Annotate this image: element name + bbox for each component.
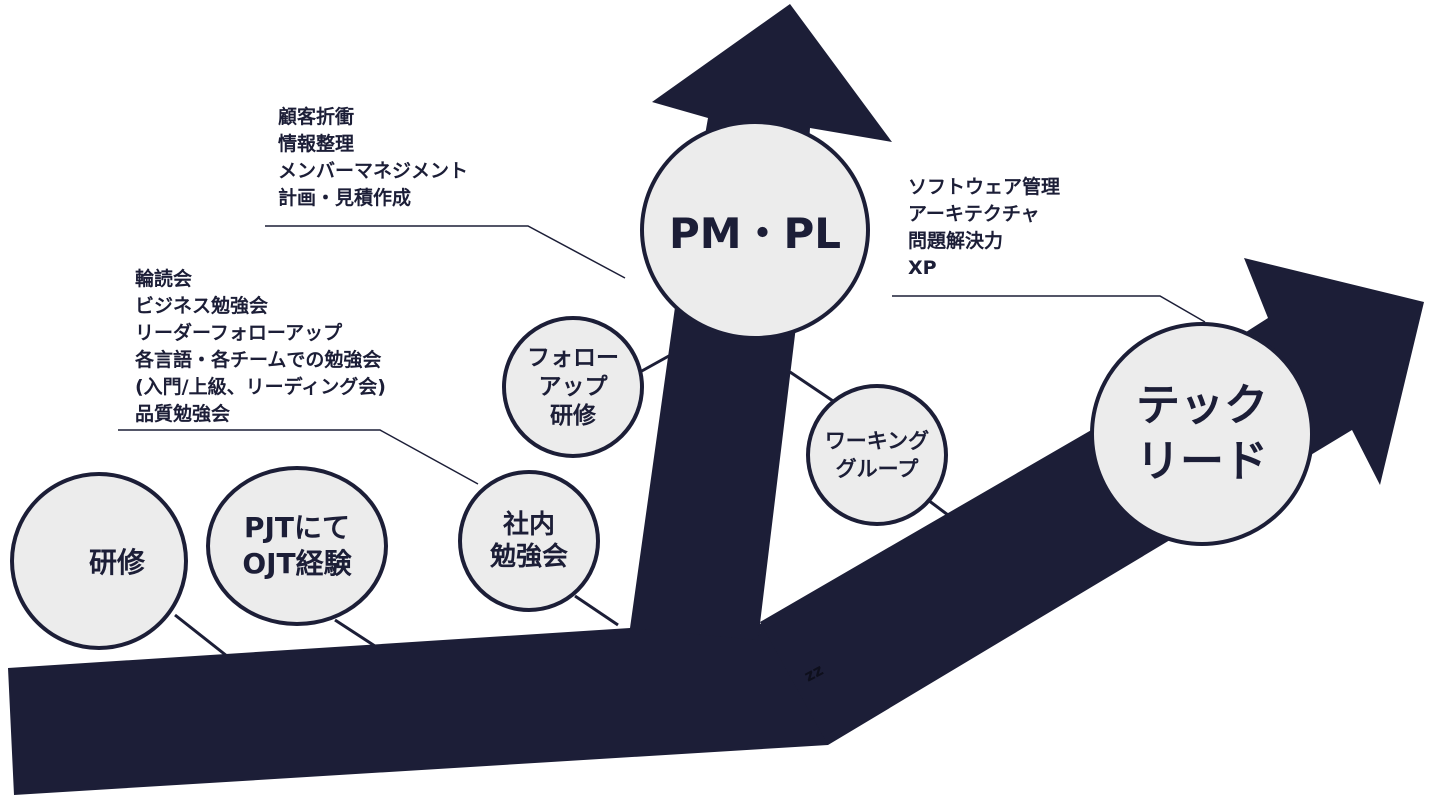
callout-study-list: [118, 429, 479, 485]
node-internal-study: 社内 勉強会: [458, 470, 600, 612]
base-arrow: [8, 620, 828, 795]
connector-pjt: [334, 618, 379, 650]
node-training: 研修: [10, 472, 188, 650]
node-followup: フォロー アップ 研修: [502, 316, 644, 458]
connector-training: [174, 613, 233, 662]
node-followup-label: フォロー アップ 研修: [527, 344, 619, 429]
connector-study: [574, 594, 619, 627]
node-pjt-ojt: PJTにて OJT経験: [206, 466, 388, 626]
pm-skills-note: 顧客折衝 情報整理 メンバーマネジメント 計画・見積作成: [278, 106, 469, 209]
node-tech-lead-label: テック リード: [1136, 380, 1268, 487]
node-working-group-label: ワーキング グループ: [824, 429, 930, 481]
node-working-group: ワーキング グループ: [806, 384, 948, 526]
node-tech-lead: テック リード: [1090, 322, 1314, 546]
connector-wg-lower: [927, 498, 949, 517]
callout-tech-skills: [892, 295, 1206, 323]
node-pm-pl: PM・PL: [640, 120, 870, 340]
connector-wg: [789, 370, 837, 405]
node-internal-study-label: 社内 勉強会: [489, 510, 568, 572]
tech-skills-note: ソフトウェア管理 アーキテクチャ 問題解決力 XP: [908, 176, 1061, 279]
node-pjt-ojt-label: PJTにて OJT経験: [242, 511, 352, 580]
study-list-note: 輪読会 ビジネス勉強会 リーダーフォローアップ 各言語・各チームでの勉強会 (入…: [135, 268, 386, 425]
callout-pm-skills: [265, 225, 626, 279]
node-training-label: 研修: [88, 546, 145, 579]
node-pm-pl-label: PM・PL: [668, 208, 842, 258]
